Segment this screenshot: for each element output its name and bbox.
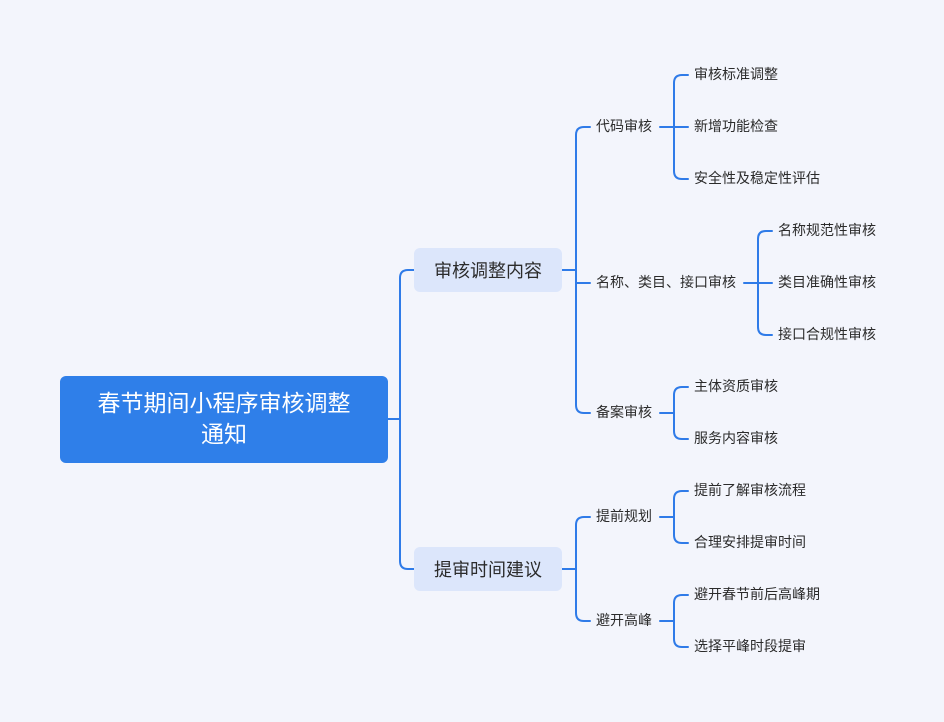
topic-node-name-category-api-review[interactable]: 名称、类目、接口审核 xyxy=(596,275,736,291)
leaf-node[interactable]: 选择平峰时段提审 xyxy=(694,639,806,655)
connector-line xyxy=(673,594,689,648)
leaf-node[interactable]: 服务内容审核 xyxy=(694,431,778,447)
leaf-node[interactable]: 主体资质审核 xyxy=(694,379,778,395)
leaf-node[interactable]: 避开春节前后高峰期 xyxy=(694,587,820,603)
topic-node-filing-review[interactable]: 备案审核 xyxy=(596,405,652,421)
connector-line xyxy=(575,516,591,622)
connector-line xyxy=(575,126,591,414)
topic-node-code-review[interactable]: 代码审核 xyxy=(596,119,652,135)
leaf-node[interactable]: 接口合规性审核 xyxy=(778,327,876,343)
leaf-node[interactable]: 合理安排提审时间 xyxy=(694,535,806,551)
connector-line xyxy=(673,386,689,440)
leaf-node[interactable]: 提前了解审核流程 xyxy=(694,483,806,499)
leaf-node[interactable]: 新增功能检查 xyxy=(694,119,778,135)
connector-line xyxy=(399,269,415,570)
connector-line xyxy=(673,490,689,544)
branch-node-label: 提审时间建议 xyxy=(434,560,542,581)
topic-node-avoid-peak[interactable]: 避开高峰 xyxy=(596,613,652,629)
leaf-node[interactable]: 类目准确性审核 xyxy=(778,275,876,291)
root-node[interactable]: 春节期间小程序审核调整通知 xyxy=(60,376,388,463)
branch-node-label: 审核调整内容 xyxy=(434,261,542,282)
topic-node-plan-ahead[interactable]: 提前规划 xyxy=(596,509,652,525)
branch-node-submission-advice[interactable]: 提审时间建议 xyxy=(414,547,562,591)
root-node-label: 春节期间小程序审核调整通知 xyxy=(97,390,351,448)
leaf-node[interactable]: 安全性及稳定性评估 xyxy=(694,171,820,187)
branch-node-review-changes[interactable]: 审核调整内容 xyxy=(414,248,562,292)
leaf-node[interactable]: 名称规范性审核 xyxy=(778,223,876,239)
leaf-node[interactable]: 审核标准调整 xyxy=(694,67,778,83)
